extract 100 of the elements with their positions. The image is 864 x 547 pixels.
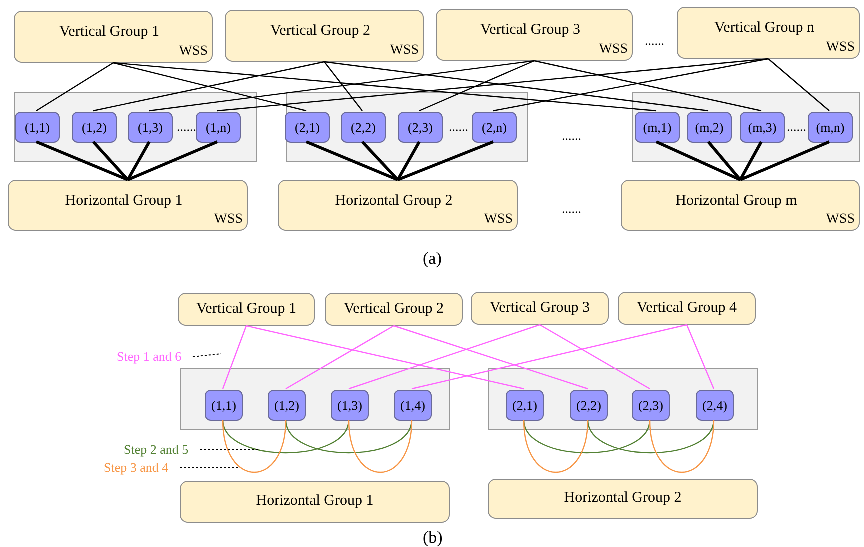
ellipsis-text: ...... [562, 128, 582, 144]
connector-line [656, 140, 742, 182]
connector-line [740, 140, 830, 182]
connector-line [686, 324, 715, 390]
connector-line [523, 420, 651, 454]
connector-line [217, 58, 769, 112]
connector-line [739, 141, 763, 181]
connector-line [493, 58, 769, 112]
cell-box: (2,1) [285, 112, 330, 143]
cell-box: (1,1) [15, 112, 60, 143]
connector-line [306, 140, 399, 182]
panel-label: (b) [423, 528, 443, 547]
connector-line [324, 61, 709, 112]
ellipsis-text: ...... [787, 119, 806, 135]
group-title: Vertical Group 2 [343, 301, 445, 318]
group-box [178, 293, 315, 326]
group-title: Vertical Group 1 [58, 24, 160, 41]
cell-box: (1,3) [128, 112, 173, 143]
group-box [621, 180, 860, 231]
connector-line [396, 141, 421, 181]
tag-label: WSS [214, 212, 243, 228]
connector-line [540, 324, 650, 390]
cell-box: (m,2) [687, 112, 732, 143]
group-title: Vertical Group n [714, 20, 816, 37]
connector-line [534, 60, 762, 112]
connector-line [419, 60, 535, 112]
cell-box: (2,3) [398, 112, 443, 143]
connector-line [523, 420, 589, 473]
cell-box: (1,1) [205, 390, 243, 421]
ellipsis-text: ...... [562, 201, 582, 217]
container-box [14, 92, 257, 162]
connector-line [126, 141, 151, 181]
group-title: Horizontal Group 2 [563, 490, 683, 507]
connector-line [149, 60, 535, 112]
connector-line [361, 140, 400, 182]
cell-box: (m,1) [635, 112, 680, 143]
connector-line [92, 141, 130, 181]
connector-line [93, 61, 325, 112]
connector-line [348, 420, 413, 474]
connector-line [397, 140, 494, 182]
connector-line [246, 325, 524, 390]
container-box [180, 368, 450, 430]
group-box [325, 293, 463, 326]
container-box [488, 368, 758, 430]
connector-line [36, 62, 114, 112]
connector-line [707, 141, 742, 181]
group-box [677, 7, 860, 59]
step-label: Step 3 and 4 [104, 460, 178, 476]
connector-line [286, 325, 394, 390]
group-box [14, 11, 213, 63]
group-box [180, 481, 450, 523]
leader-line [192, 354, 222, 358]
cell-box: (1,4) [394, 390, 432, 421]
connector-line [113, 62, 307, 112]
connector-line [394, 325, 588, 390]
group-box [471, 292, 609, 325]
connector-line [36, 140, 129, 182]
cell-box: (2,1) [506, 390, 544, 421]
connector-line [649, 420, 715, 473]
group-title: Vertical Group 2 [270, 23, 372, 40]
group-box [488, 479, 758, 519]
cell-box: (1,n) [196, 112, 241, 143]
group-title: Horizontal Group m [674, 193, 798, 210]
group-box [8, 180, 248, 231]
cell-box: (2,4) [696, 390, 734, 421]
group-box [278, 180, 518, 231]
cell-box: (1,3) [331, 390, 369, 421]
group-title: Vertical Group 3 [480, 22, 582, 39]
cell-box: (2,2) [570, 390, 608, 421]
cell-box: (m,3) [740, 112, 785, 143]
connector-line [113, 62, 657, 112]
ellipsis-text: ...... [177, 119, 196, 135]
tag-label: WSS [390, 43, 419, 59]
connector-line [222, 326, 248, 390]
connector-line [587, 420, 715, 454]
connector-line [412, 324, 688, 390]
step-label: Step 2 and 5 [124, 442, 198, 458]
connector-line [324, 62, 363, 112]
tag-label: WSS [826, 212, 855, 228]
group-box [436, 9, 633, 61]
connector-line [768, 58, 830, 112]
ellipsis-text: ...... [449, 119, 468, 135]
step-label: Step 1 and 6 [117, 349, 191, 365]
group-title: Vertical Group 4 [636, 300, 738, 317]
group-title: Vertical Group 3 [489, 300, 591, 317]
group-title: Horizontal Group 1 [255, 493, 375, 510]
panel-label: (a) [423, 249, 442, 269]
cell-box: (m,n) [808, 112, 853, 143]
ellipsis-text: ...... [645, 33, 664, 49]
connector-line [348, 324, 540, 390]
group-title: Vertical Group 1 [196, 301, 298, 318]
connector-line [222, 420, 350, 454]
tag-label: WSS [826, 40, 855, 56]
tag-label: WSS [599, 42, 628, 58]
connector-line [222, 420, 287, 474]
group-box [225, 10, 424, 62]
container-box [286, 92, 528, 162]
cell-box: (2,n) [472, 112, 517, 143]
connector-line [285, 420, 413, 454]
group-box [618, 292, 756, 325]
